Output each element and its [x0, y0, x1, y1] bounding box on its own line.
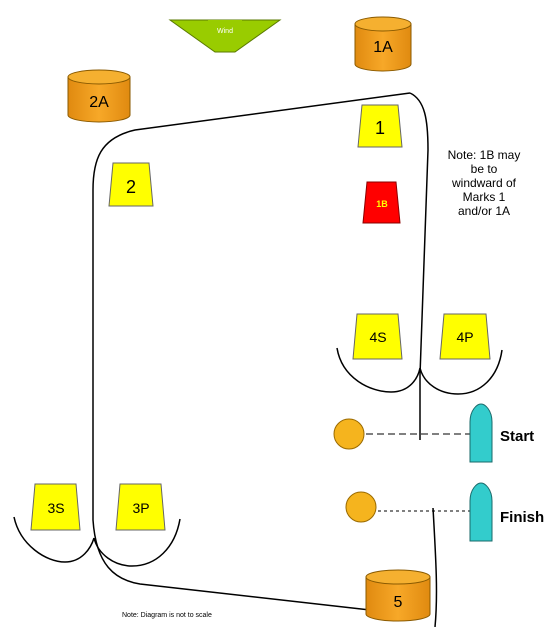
- start-label: Start: [500, 428, 535, 445]
- mark-3s-shape: [30, 483, 81, 531]
- note-mark-1b: Note: 1B may be to windward of Marks 1 a…: [447, 148, 521, 218]
- wind-arrow-shaft: [208, 20, 242, 38]
- mark-5-body: [365, 576, 431, 622]
- mark-1b-shape: [362, 181, 401, 224]
- mark-3p-label: 3P: [132, 500, 149, 516]
- gate-4p-arc: [419, 349, 503, 395]
- mark-4s: 4S: [352, 313, 403, 360]
- mark-3s-label: 3S: [47, 500, 64, 516]
- mark-5-top: [365, 569, 431, 585]
- mark-5-label: 5: [394, 594, 403, 611]
- mark-2a-label: 2A: [89, 94, 109, 111]
- track-right-lower: [432, 507, 438, 627]
- mark-1: 1: [357, 104, 403, 148]
- mark-1b: 1B: [362, 181, 401, 224]
- mark-4s-shape: [352, 313, 403, 360]
- mark-2-label: 2: [126, 177, 136, 197]
- mark-2a: 2A: [67, 69, 131, 123]
- course-track: [92, 92, 438, 627]
- wind-arrow: Wind: [168, 19, 282, 53]
- mark-1a: 1A: [354, 16, 412, 72]
- mark-3s: 3S: [30, 483, 81, 531]
- gate-4s-arc: [336, 347, 421, 393]
- mark-4s-label: 4S: [369, 329, 386, 345]
- gate-3p-arc: [93, 518, 181, 567]
- gate-3s-arc: [13, 516, 95, 563]
- mark-1-shape: [357, 104, 403, 148]
- mark-4p-shape: [439, 313, 491, 360]
- mark-1a-top: [354, 16, 412, 32]
- finish-line: [345, 482, 493, 542]
- mark-4p: 4P: [439, 313, 491, 360]
- mark-1a-label: 1A: [373, 39, 393, 56]
- mark-4p-label: 4P: [456, 329, 473, 345]
- track-right-upper: [409, 92, 429, 376]
- gate-3-arcs: [13, 516, 181, 567]
- mark-3p-shape: [115, 483, 166, 531]
- mark-2-shape: [108, 162, 154, 207]
- finish-label: Finish: [500, 509, 545, 526]
- finish-committee-boat: [469, 482, 493, 542]
- mark-1-label: 1: [375, 118, 385, 138]
- mark-5: 5: [365, 569, 431, 622]
- wind-label: Wind: [217, 28, 233, 35]
- gate-4-arcs: [336, 347, 503, 395]
- start-pin-buoy: [333, 418, 365, 450]
- track-left-loop: [92, 92, 411, 611]
- mark-1b-label: 1B: [376, 199, 388, 209]
- mark-2a-top: [67, 69, 131, 85]
- start-committee-boat: [469, 403, 493, 463]
- mark-3p: 3P: [115, 483, 166, 531]
- note-not-to-scale: Note: Diagram is not to scale: [122, 612, 212, 619]
- start-line: [333, 403, 493, 463]
- mark-2: 2: [108, 162, 154, 207]
- finish-pin-buoy: [345, 491, 377, 523]
- mark-2a-body: [67, 76, 131, 123]
- mark-1a-body: [354, 23, 412, 72]
